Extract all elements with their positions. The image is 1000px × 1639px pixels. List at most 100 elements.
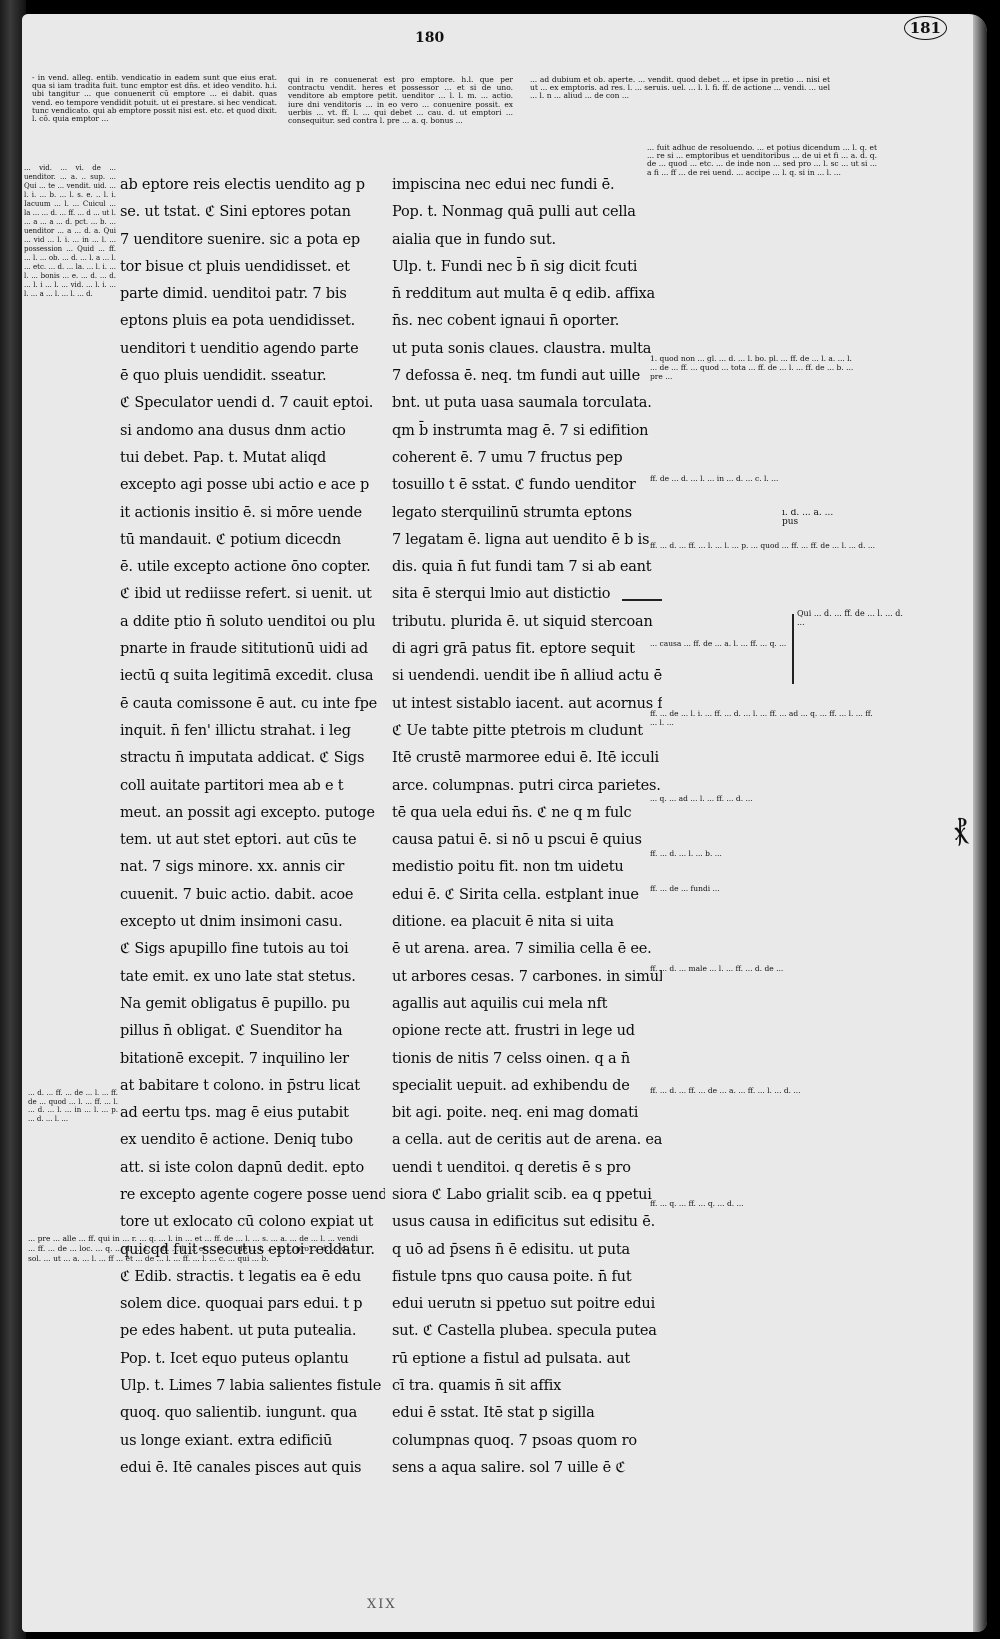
text-line: re excepto agente cogere posse uendi (120, 1186, 385, 1203)
text-line: ut puta sonis claues. claustra. multa (392, 340, 652, 357)
text-line: edui uerutn si ppetuo sut poitre edui (392, 1296, 656, 1313)
margin-note: i. d. ... a. ... pus (782, 509, 837, 527)
text-line: ē ut arena. area. 7 similia cella ē ee. (392, 941, 652, 958)
gloss-right-top: ... fuit adhuc de resoluendo. ... et pot… (647, 144, 877, 177)
text-line: att. si iste colon dapnū dedit. epto (120, 1159, 365, 1176)
text-line: it actionis insitio ē. si mōre uende (120, 504, 362, 521)
text-line: causa patui ē. si nō u pscui ē quius (392, 832, 642, 849)
folio-number-circled: 181 (903, 16, 947, 40)
text-line: ut arbores cesas. 7 carbones. in simul (392, 968, 662, 985)
text-line: ē quo pluis uendidit. sseatur. (120, 368, 327, 385)
bracket-rule (622, 599, 662, 601)
gloss-bottom: ... pre ... alle ... ff. qui in ... r. .… (28, 1234, 358, 1263)
text-line: stractu n̄ imputata addicat. ℭ Sigs (120, 750, 365, 767)
text-line: ē cauta comissone ē aut. cu inte fpe (120, 695, 378, 712)
text-line: n̄s. nec cobent ignaui n̄ oporter. (392, 313, 620, 330)
text-line: ut intest sistablo iacent. aut acornus f… (392, 695, 662, 712)
text-line: ditione. ea placuit ē nita si uita (392, 914, 614, 931)
margin-note: Qui ... d. ... ff. de ... l. ... d. ... (797, 609, 906, 627)
text-line: tate emit. ex uno late stat stetus. (120, 968, 356, 985)
text-line: excepto ut dnim insimoni casu. (120, 914, 343, 931)
margin-note: ff. ... d. ... ff. ... l. ... l. ... p. … (650, 541, 875, 550)
text-column-b: impiscina nec edui nec fundi ē. Pop. t. N… (392, 172, 662, 1482)
manuscript-page: 180 181 - in vend. alleg. entib. vendica… (22, 14, 987, 1632)
text-line: ē. utile excepto actione ōno copter. (120, 559, 371, 576)
text-line: impiscina nec edui nec fundi ē. (392, 177, 615, 193)
margin-note: ff. ... q. ... ff. ... q. ... d. ... (650, 1199, 744, 1208)
text-line: q uō ad p̄sens n̄ ē edisitu. ut puta (392, 1241, 630, 1258)
text-line: uendi t uenditoi. q deretis ē s pro (392, 1159, 631, 1176)
text-line: a cella. aut de ceritis aut de arena. ea (392, 1132, 662, 1149)
text-line: si andomo ana dusus dnm actio (120, 422, 346, 439)
text-line: tū mandauit. ℭ potium dicecdn (120, 531, 341, 548)
text-line: n̄ redditum aut multa ē q edib. affixa (392, 286, 655, 303)
margin-note: ff. ... d. ... male ... l. ... ff. ... d… (650, 964, 784, 973)
text-line: tionis de nitis 7 celss oinen. q a n̄ (392, 1050, 630, 1067)
text-line: medistio poitu fit. non tm uidetu (392, 859, 624, 876)
text-line: Pop. t. Icet equo puteus oplantu (120, 1350, 349, 1367)
text-line: tore ut exlocato cū colono expiat ut (120, 1214, 374, 1231)
text-line: cuuenit. 7 buic actio. dabit. acoe (120, 886, 354, 903)
text-line: edui ē sstat. Itē stat p sigilla (392, 1405, 595, 1422)
text-line: coll auitate partitori mea ab e t (120, 777, 344, 794)
text-line: aialia que in fundo sut. (392, 231, 556, 248)
text-line: ℭ Sigs apupillo fine tutois au toi (120, 941, 349, 958)
gloss-left-column: ... vid. ... vi. de ... uenditor. ... a.… (24, 164, 116, 298)
text-line: si uendendi. uendit ibe n̄ alliud actu ē (392, 668, 662, 685)
text-line: sita ē sterqui lmio aut distictio (392, 586, 611, 603)
text-line: siora ℭ Labo grialit scib. ea q ppetui (392, 1186, 652, 1203)
text-line: ex uendito ē actione. Deniq tubo (120, 1132, 353, 1149)
text-line: dis. quia n̄ fut fundi tam 7 si ab eant (392, 559, 652, 576)
page-edge-right (973, 14, 987, 1632)
text-line: Ulp. t. Limes 7 labia salientes fistule (120, 1378, 382, 1395)
text-line: tui debet. Pap. t. Mutat aliqd (120, 449, 327, 466)
text-line: eptons pluis ea pota uendidisset. (120, 313, 356, 330)
text-line: columpnas quoq. 7 psoas quom ro (392, 1432, 637, 1449)
text-line: arce. columpnas. putri circa parietes. i (392, 777, 662, 794)
text-line: uenditori t uenditio agendo parte (120, 340, 359, 357)
margin-note: ff. ... d. ... ff. ... de ... a. ... ff.… (650, 1086, 801, 1095)
text-line: Itē crustē marmoree edui ē. Itē icculi (392, 750, 659, 767)
text-line: usus causa in edificitus sut edisitu ē. (392, 1214, 655, 1231)
bracket-rule (792, 614, 794, 684)
gloss-top-middle: qui in re conuenerat est pro emptore. h.… (288, 76, 513, 126)
text-line: pnarte in fraude sititutionū uidi ad (120, 641, 368, 658)
text-line: ℭ Ue tabte pitte ptetrois m cludunt (392, 722, 643, 739)
text-line: tributu. plurida ē. ut siquid stercoan (392, 613, 653, 630)
text-line: agallis aut aquilis cui mela nft (392, 995, 608, 1012)
text-line: opione recte att. frustri in lege ud (392, 1023, 635, 1040)
text-line: 7 defossa ē. neq. tm fundi aut uille (392, 368, 640, 385)
binding-edge-left (0, 0, 26, 1639)
text-line: parte dimid. uenditoi patr. 7 bis (120, 286, 347, 303)
text-line: coherent ē. 7 umu 7 fructus pep (392, 449, 623, 466)
text-line: qm b̄ instrumta mag ē. 7 si edifition (392, 422, 649, 439)
text-line: tē qua uela edui n̄s. ℭ ne q m fulc (392, 804, 632, 821)
text-line: bnt. ut puta uasa saumala torculata. (392, 395, 652, 412)
text-line: inquit. n̄ fen' illictu strahat. i leg (120, 722, 351, 739)
text-line: sens a aqua salire. sol 7 uille ē ℭ (392, 1459, 626, 1476)
margin-note: ff. ... d. ... l. ... b. ... (650, 849, 722, 858)
text-line: Ulp. t. Fundi nec b̄ n̄ sig dicit fcuti (392, 258, 638, 275)
gloss-top-right: ... ad dubium et ob. aperte. ... vendit.… (530, 76, 830, 101)
text-line: legato sterquilinū strumta eptons (392, 504, 632, 521)
text-line: tor bisue ct pluis uendidisset. et (120, 258, 350, 275)
margin-note: ... q. ... ad ... l. ... ff. ... d. ... (650, 794, 753, 803)
text-line: excepto agi posse ubi actio e ace p (120, 477, 370, 494)
text-line: specialit uepuit. ad exhibendu de (392, 1077, 630, 1094)
folio-number: 180 (415, 30, 445, 46)
margin-note: ... causa ... ff. de ... a. l. ... ff. .… (650, 639, 787, 648)
text-line: Pop. t. Nonmag quā pulli aut cella (392, 204, 636, 221)
text-line: se. ut tstat. ℭ Sini eptores potan (120, 204, 351, 221)
text-line: tem. ut aut stet eptori. aut cūs te (120, 832, 357, 849)
text-line: pillus n̄ obligat. ℭ Suenditor ha (120, 1023, 343, 1040)
text-line: sut. ℭ Castella plubea. specula putea (392, 1323, 657, 1340)
text-line: di agri grā patus fit. eptore sequit (392, 641, 635, 658)
text-line: cī tra. quamis n̄ sit affix (392, 1378, 562, 1395)
margin-note: ff. ... de ... fundi ... (650, 884, 720, 893)
text-line: ℭ Edib. stractis. t legatis ea ē edu (120, 1268, 362, 1285)
cross-mark-icon: ⳩ (954, 814, 967, 847)
text-line: fistule tpns quo causa poite. n̄ fut (392, 1268, 632, 1285)
text-line: meut. an possit agi excepto. putoge (120, 804, 375, 821)
text-line: ℭ Speculator uendi d. 7 cauit eptoi. (120, 395, 374, 412)
